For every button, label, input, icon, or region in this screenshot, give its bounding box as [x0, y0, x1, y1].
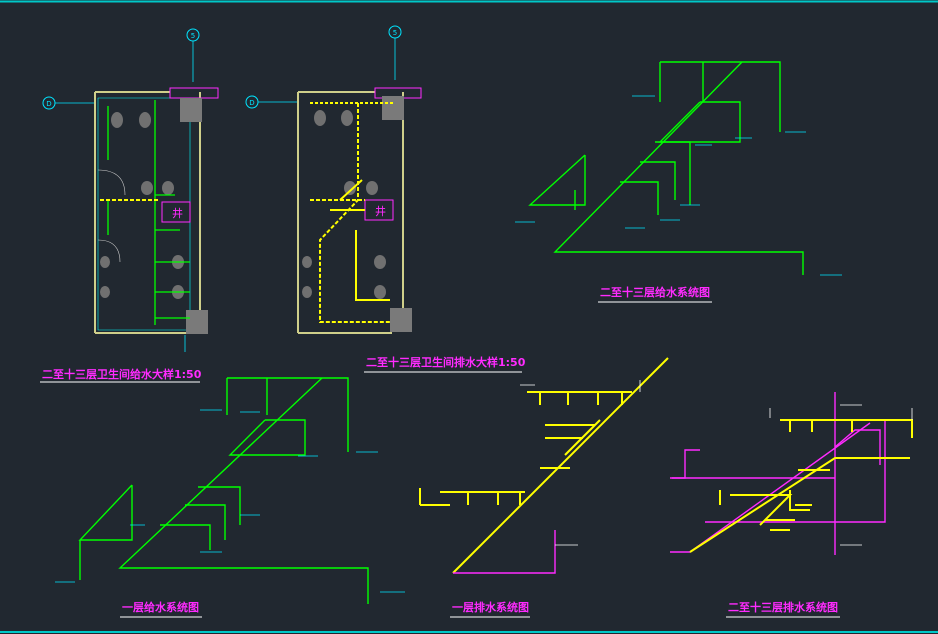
iso-drain-ground: 一层排水系统图 — [419, 357, 669, 618]
elevation-marks — [55, 409, 405, 593]
supply-riser — [78, 377, 369, 604]
column — [180, 98, 202, 122]
caption-iso-drain-ground: 一层排水系统图 — [452, 600, 529, 614]
caption-plan-drain: 二至十三层卫生间排水大样1:50 — [366, 355, 526, 369]
toilet-fixtures — [302, 110, 386, 299]
elevation-marks — [515, 95, 842, 276]
supply-riser — [528, 61, 804, 275]
elevation-marks — [520, 380, 641, 546]
axis-bubble-d-label: D — [249, 99, 254, 107]
wall-outline — [94, 91, 201, 334]
column — [390, 308, 412, 332]
caption-iso-supply-ground: 一层给水系统图 — [122, 600, 199, 614]
drain-piping — [310, 102, 395, 323]
drain-piping — [689, 419, 913, 553]
pipe-shaft-label: 井 — [375, 204, 386, 218]
vent-pipe — [453, 530, 556, 574]
pipe-shaft-label: 井 — [172, 206, 183, 220]
supply-piping — [107, 100, 190, 325]
toilet-fixtures — [100, 112, 184, 299]
caption-iso-drain-upper: 二至十三层排水系统图 — [728, 600, 838, 614]
elevation-marks — [769, 404, 913, 546]
axis-bubble-5-label: 5 — [191, 32, 195, 40]
caption-plan-supply: 二至十三层卫生间给水大样1:50 — [42, 367, 202, 381]
axis-bubble-d-label: D — [46, 100, 51, 108]
pipe-shaft — [161, 201, 191, 223]
plan-drain-detail: 5 D 井 二至十三层卫生间排水大样1:50 — [245, 25, 526, 373]
column — [382, 96, 404, 120]
drain-piping — [419, 357, 669, 574]
axis-bubble-5-label: 5 — [393, 29, 397, 37]
iso-supply-upper: 二至十三层给水系统图 — [515, 61, 842, 303]
plan-supply-detail: 5 D 井 二至十三层卫生间给水大样1:50 — [40, 28, 219, 383]
iso-drain-upper: 二至十三层排水系统图 — [670, 392, 913, 618]
column — [186, 310, 208, 334]
caption-iso-supply-upper: 二至十三层给水系统图 — [600, 285, 710, 299]
iso-supply-ground: 一层给水系统图 — [55, 377, 405, 618]
